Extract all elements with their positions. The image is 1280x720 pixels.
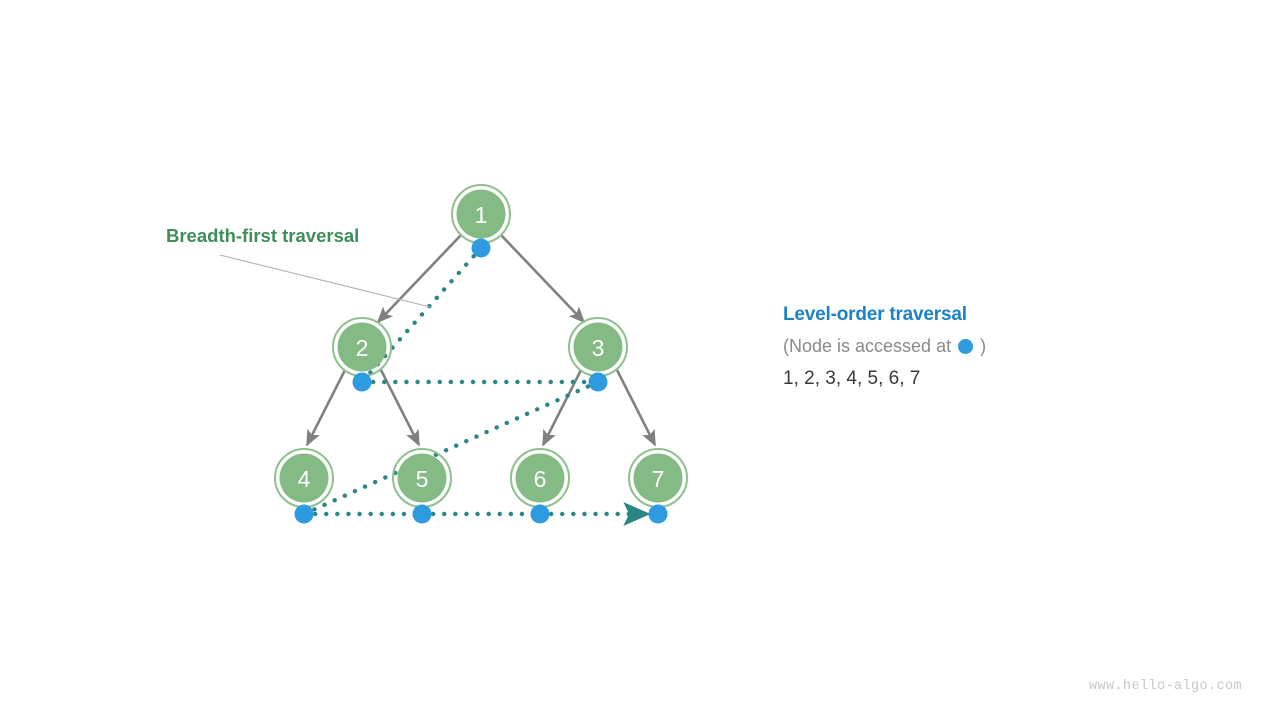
node-circle <box>515 453 565 503</box>
node-label: 3 <box>592 335 605 361</box>
edge-2-to-4 <box>305 369 347 447</box>
visit-dot-node-1 <box>471 238 491 258</box>
legend-subtitle-before: (Node is accessed at <box>783 335 952 356</box>
edge-1-to-3 <box>500 234 586 324</box>
legend-subtitle: (Node is accessed at ) <box>783 336 1203 358</box>
traversal-seg-3-to-4 <box>301 379 601 517</box>
tree-node-7[interactable]: 7 <box>628 448 688 508</box>
tree-node-1[interactable]: 1 <box>451 184 511 244</box>
tree-node-6[interactable]: 6 <box>510 448 570 508</box>
node-label: 7 <box>652 466 665 492</box>
visit-dot-node-3 <box>588 372 608 392</box>
node-label: 1 <box>475 202 488 228</box>
edge-3-to-7 <box>615 369 657 447</box>
edge-1-to-2 <box>376 234 462 324</box>
node-label: 6 <box>534 466 547 492</box>
traversal-seg-1-to-2 <box>359 245 484 385</box>
node-circle <box>633 453 683 503</box>
node-circle <box>279 453 329 503</box>
tree-node-2[interactable]: 2 <box>332 317 392 377</box>
visit-dot-node-6 <box>530 504 550 524</box>
tree-nodes-group: 1 2 3 4 5 6 7 <box>274 184 688 508</box>
node-label: 4 <box>298 466 311 492</box>
tree-node-3[interactable]: 3 <box>568 317 628 377</box>
legend-panel: Level-order traversal (Node is accessed … <box>783 303 1203 391</box>
edge-2-to-5 <box>379 369 421 447</box>
watermark: www.hello-algo.com <box>1088 679 1242 694</box>
node-circle <box>337 322 387 372</box>
legend-title: Level-order traversal <box>783 304 967 325</box>
node-label: 2 <box>356 335 369 361</box>
tree-node-4[interactable]: 4 <box>274 448 334 508</box>
visit-dot-node-4 <box>294 504 314 524</box>
node-label: 5 <box>416 466 429 492</box>
traversal-sequence: 1, 2, 3, 4, 5, 6, 7 <box>783 368 921 390</box>
bfs-label-leader-line <box>219 254 431 308</box>
tree-node-5[interactable]: 5 <box>392 448 452 508</box>
node-circle <box>397 453 447 503</box>
bfs-label: Breadth-first traversal <box>166 225 359 246</box>
visit-dot-node-2 <box>352 372 372 392</box>
visit-markers-group <box>294 238 668 524</box>
node-circle <box>456 189 506 239</box>
visit-dot-node-7 <box>648 504 668 524</box>
visit-dot-node-5 <box>412 504 432 524</box>
bfs-traversal-path-group <box>301 245 651 526</box>
legend-subtitle-after: ) <box>980 335 987 356</box>
node-circle <box>573 322 623 372</box>
visit-dot-icon <box>958 339 974 355</box>
